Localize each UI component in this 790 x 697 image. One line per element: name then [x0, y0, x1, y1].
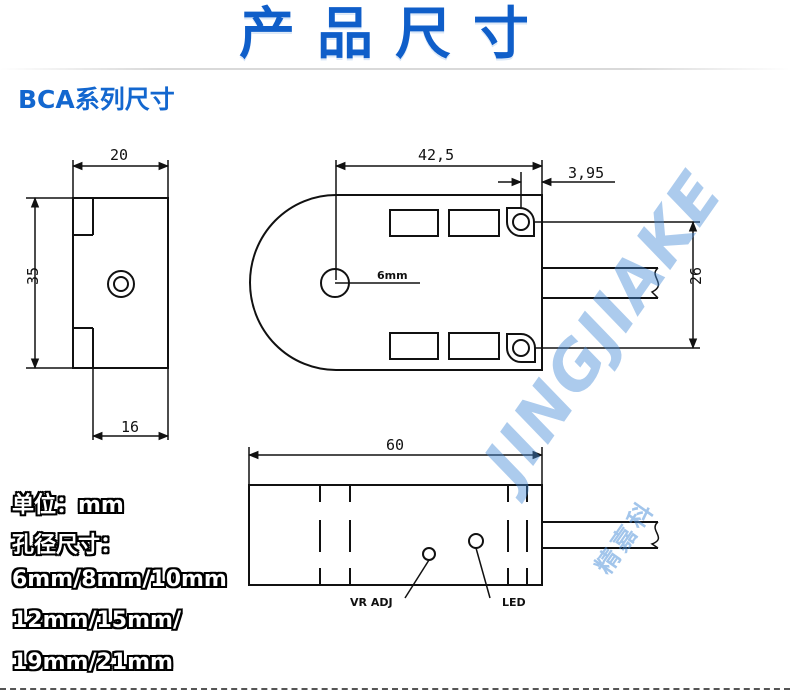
- series-title: BCA系列尺寸: [18, 85, 175, 114]
- front-view: [247, 447, 660, 599]
- side-width-label: 20: [110, 146, 128, 164]
- side-bottom-label: 16: [121, 418, 139, 436]
- page-title: 产品尺寸: [239, 2, 551, 67]
- top-window-2: [448, 209, 500, 237]
- bottom-dashed-divider: [0, 688, 790, 690]
- hole-sizes-line-2: 12mm/15mm/: [12, 608, 181, 633]
- front-width-label: 60: [386, 436, 404, 454]
- hole-sizes-line-1: 6mm/8mm/10mm: [12, 567, 227, 592]
- side-hole-inner: [113, 276, 129, 292]
- side-body: [72, 197, 169, 369]
- side-hole-outer: [107, 270, 135, 298]
- vr-adj-label: VR ADJ: [350, 596, 393, 609]
- top-mount-hole-1: [512, 213, 530, 231]
- top-view: [249, 160, 700, 371]
- top-height-label: 26: [687, 267, 705, 285]
- hole-sizes-line-3: 19mm/21mm: [12, 650, 173, 675]
- title-divider: [0, 68, 790, 70]
- top-window-3: [389, 332, 439, 360]
- top-window-1: [389, 209, 439, 237]
- side-height-label: 35: [24, 267, 42, 285]
- top-body: [249, 194, 543, 371]
- top-window-4: [448, 332, 500, 360]
- hole-size-title: 孔径尺寸：: [12, 533, 123, 558]
- led-label: LED: [502, 596, 526, 609]
- unit-label: 单位：mm: [12, 493, 124, 518]
- led-indicator: [468, 533, 484, 549]
- front-body: [248, 484, 543, 586]
- top-width-label: 42,5: [418, 146, 454, 164]
- vr-adj-knob: [422, 547, 436, 561]
- hole-size-label: 6mm: [377, 269, 408, 282]
- side-view: [26, 160, 170, 441]
- top-mount-hole-2: [512, 339, 530, 357]
- top-offset-label: 3,95: [568, 164, 604, 182]
